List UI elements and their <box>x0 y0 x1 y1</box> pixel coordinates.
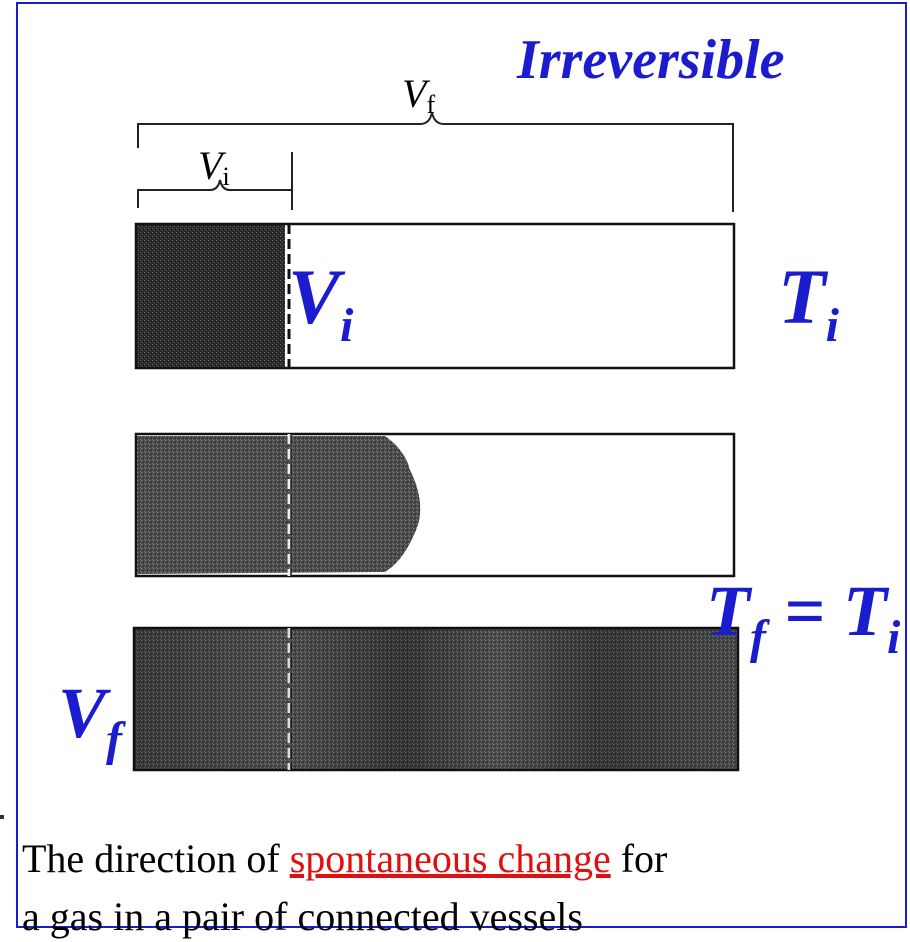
slide-border <box>16 2 907 928</box>
caption-suffix: for <box>610 836 668 881</box>
caption: The direction of spontaneous change for … <box>22 834 667 942</box>
label-vi-initial: Vi <box>288 253 354 352</box>
label-tf-equals-ti: Tf = Ti <box>706 571 901 664</box>
title-irreversible: Irreversible <box>517 29 785 91</box>
stray-dot <box>0 815 4 819</box>
caption-prefix: The direction of <box>22 836 290 881</box>
spontaneous-change-link[interactable]: spontaneous change <box>289 836 611 881</box>
label-vf-dimension: Vf <box>402 71 436 119</box>
vessel-expanding <box>134 432 736 578</box>
label-ti: Ti <box>778 253 839 352</box>
vessel-initial <box>134 222 736 370</box>
label-vf-final: Vf <box>58 673 123 766</box>
label-vi-dimension: Vi <box>198 143 230 191</box>
vi-bracket <box>137 152 293 210</box>
vessel-final <box>132 626 740 772</box>
vf-bracket <box>137 111 734 212</box>
caption-line2: a gas in a pair of connected vessels <box>22 894 583 939</box>
